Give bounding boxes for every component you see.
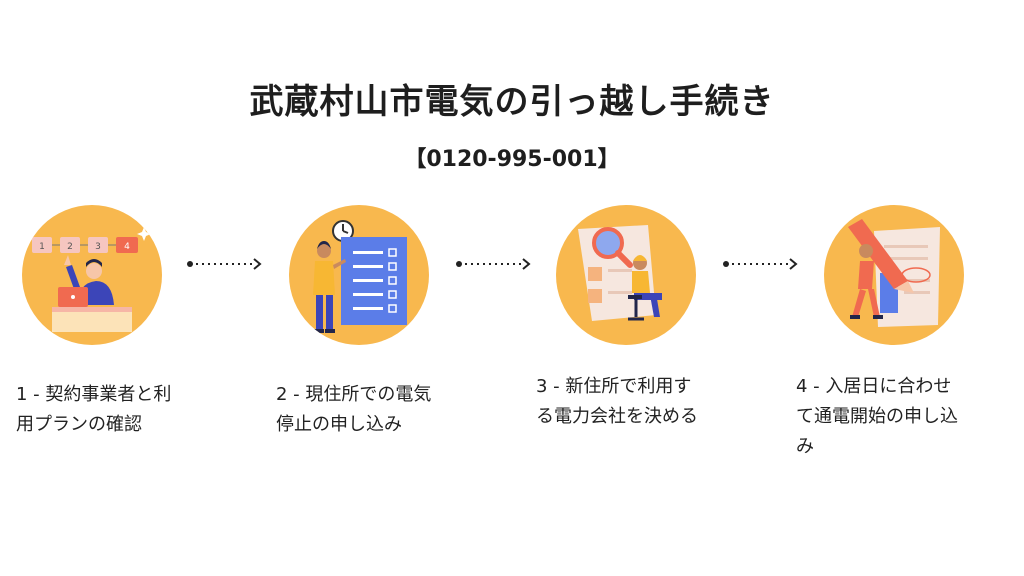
step-1-line-2: 用プランの確認 (16, 414, 142, 435)
step-4-line-2: て通電開始の申し込 (796, 406, 958, 427)
person-laptop-icon (52, 255, 132, 332)
person-chair-icon (628, 255, 662, 321)
flow-step-2: 2 (67, 242, 73, 252)
step-1-line-1: 1 - 契約事業者と利 (16, 384, 172, 405)
giant-pencil-icon (848, 219, 914, 293)
step-3-line-2: る電力会社を決める (536, 406, 698, 427)
flow-diagram-icon: 1 2 3 4 (32, 227, 151, 253)
step-4-line-1: 4 - 入居日に合わせ (796, 376, 952, 397)
phone-number: 【0120-995-001】 (404, 147, 620, 172)
arrow-3-to-4 (722, 256, 802, 272)
step-2-line-1: 2 - 現住所での電気 (276, 384, 432, 405)
step-1-label: 1 - 契約事業者と利 用プランの確認 (16, 380, 216, 440)
step-3-label: 3 - 新住所で利用す る電力会社を決める (536, 372, 736, 432)
flow-step-1: 1 (39, 242, 45, 252)
step-4-line-3: み (796, 436, 814, 457)
checklist-icon (341, 237, 407, 325)
arrow-2-to-3 (455, 256, 535, 272)
person-pushing-icon (850, 244, 883, 319)
flow-step-3: 3 (95, 242, 101, 252)
person-standing-icon (313, 241, 346, 333)
step-3-illustration (556, 205, 696, 345)
magnifier-icon (592, 227, 633, 268)
step-3-line-1: 3 - 新住所で利用す (536, 376, 692, 397)
step-2-illustration (289, 205, 429, 345)
flow-step-4: 4 (124, 242, 130, 252)
step-4-label: 4 - 入居日に合わせ て通電開始の申し込 み (796, 372, 996, 462)
page-title: 武蔵村山市電気の引っ越し手続き (249, 82, 775, 122)
step-4-illustration (824, 205, 964, 345)
arrow-1-to-2 (186, 256, 266, 272)
step-2-label: 2 - 現住所での電気 停止の申し込み (276, 380, 476, 440)
step-1-illustration: 1 2 3 4 (22, 205, 162, 345)
step-2-line-2: 停止の申し込み (276, 414, 402, 435)
contract-document-icon (874, 227, 940, 327)
